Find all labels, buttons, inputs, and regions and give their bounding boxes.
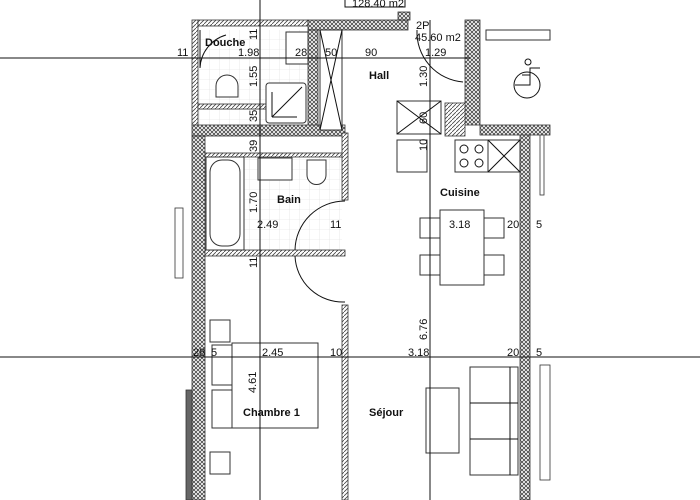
dim-label: 6.76 — [418, 319, 430, 340]
bed-icon — [209, 319, 319, 475]
wheelchair-icon — [513, 58, 541, 99]
dim-label: 5 — [536, 219, 542, 231]
dim-label: 28 — [193, 347, 205, 359]
dim-label: 10 — [330, 347, 342, 359]
dim-label: 20 — [507, 347, 519, 359]
walls — [174, 11, 551, 500]
dim-label: 1.70 — [248, 192, 260, 213]
sofa-icon — [469, 366, 519, 476]
dim-label: 1.30 — [418, 66, 430, 87]
unit-type-label: 2P — [416, 20, 429, 32]
room-cuisine: Cuisine — [440, 187, 480, 199]
toilet-icon — [215, 74, 239, 98]
dim-label: 10 — [418, 139, 430, 151]
dim-label: 60 — [418, 112, 430, 124]
room-bain: Bain — [277, 194, 301, 206]
toilet-icon — [306, 159, 327, 185]
cabinet-x — [319, 29, 343, 131]
dining-table-icon — [419, 209, 505, 286]
sink-icon — [257, 157, 293, 181]
dim-label: 11 — [248, 257, 260, 268]
dim-label: 28 — [295, 47, 307, 59]
room-sejour: Séjour — [369, 407, 404, 419]
dim-label: 20 — [507, 219, 519, 231]
counter-icon — [487, 139, 521, 173]
shower-cabinet — [285, 31, 309, 65]
dim-label: 1.98 — [238, 47, 259, 59]
unit-area-label: 45.60 m2 — [415, 32, 461, 44]
dim-label: 90 — [365, 47, 377, 59]
dim-label: 50 — [325, 47, 337, 59]
dim-label: 11 — [177, 47, 188, 59]
total-area-label: 128.40 m2 — [352, 0, 404, 10]
stove-icon — [454, 139, 489, 173]
dim-label: 11 — [330, 219, 341, 231]
dim-label: 3.18 — [449, 219, 470, 231]
dim-label: 5 — [536, 347, 542, 359]
bathtub-icon — [205, 156, 245, 251]
room-hall: Hall — [369, 70, 389, 82]
room-douche: Douche — [205, 37, 245, 49]
kitchen-sink-icon — [396, 139, 428, 173]
room-chambre: Chambre 1 — [243, 407, 300, 419]
coffee-table — [425, 387, 460, 454]
dim-label: 3.18 — [408, 347, 429, 359]
dim-label: 2.45 — [262, 347, 283, 359]
dim-label: 35 — [248, 110, 260, 122]
dim-label: 1.55 — [248, 66, 260, 87]
dim-label: 5 — [211, 347, 217, 359]
shower-icon — [265, 82, 307, 124]
dim-label: 1.29 — [425, 47, 446, 59]
window-right-top — [485, 29, 551, 41]
dim-label: 11 — [248, 29, 260, 40]
dim-label: 4.61 — [247, 372, 259, 393]
fridge-icon — [396, 100, 442, 135]
dim-label: 2.49 — [257, 219, 278, 231]
dim-label: 39 — [248, 140, 260, 152]
